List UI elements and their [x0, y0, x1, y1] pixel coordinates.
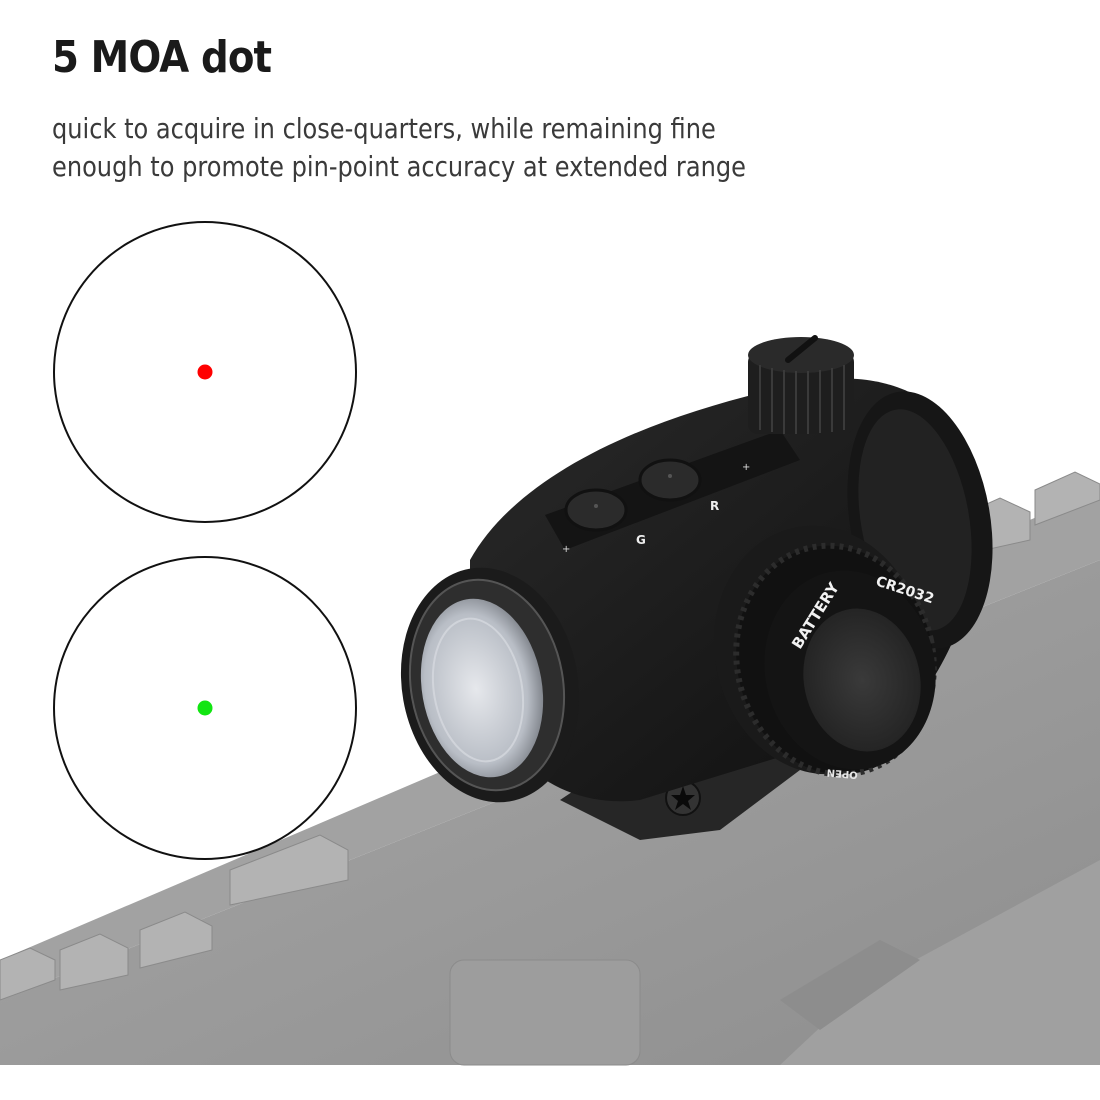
green-dot-icon [197, 700, 213, 716]
svg-text:+: + [742, 462, 750, 473]
red-dot-icon [197, 364, 213, 380]
description: quick to acquire in close-quarters, whil… [52, 110, 746, 186]
mount-screw-icon [665, 780, 701, 816]
green-button-label: G [636, 533, 646, 547]
green-button-icon [564, 488, 628, 532]
cap-open-label: OPEN [826, 766, 858, 780]
red-button-icon [638, 458, 702, 502]
green-dot-reticle [53, 556, 357, 860]
description-line-1: quick to acquire in close-quarters, whil… [52, 112, 716, 145]
red-dot-reticle [53, 221, 357, 523]
objective-lens [420, 598, 544, 778]
description-line-2: enough to promote pin-point accuracy at … [52, 150, 746, 183]
red-button-label: R [710, 499, 719, 513]
svg-text:+: + [562, 544, 570, 555]
headline: 5 MOA dot [52, 32, 272, 83]
battery-cap [803, 608, 921, 752]
battery-model-label: CR2032 [874, 574, 936, 608]
battery-label: BATTERY [788, 578, 843, 652]
